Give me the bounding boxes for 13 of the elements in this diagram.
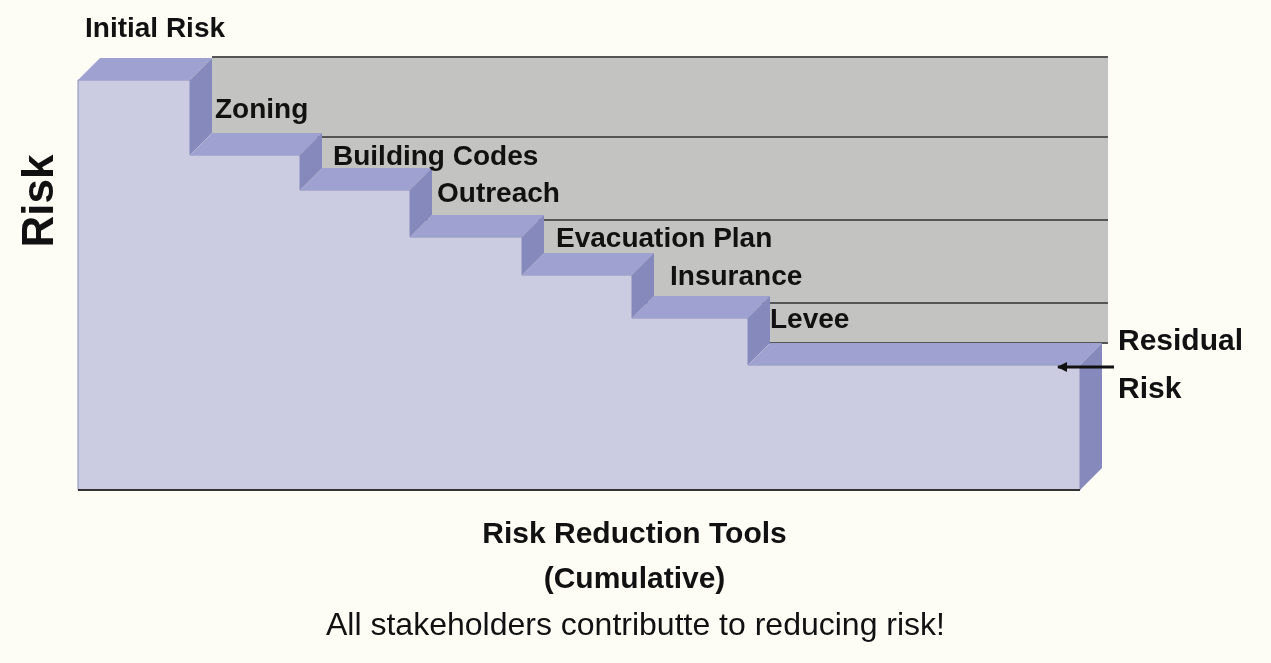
step-label: Evacuation Plan <box>556 222 773 254</box>
step-label: Outreach <box>437 177 560 209</box>
leader-line <box>1057 362 1114 372</box>
callout-text: Residual Risk <box>1118 316 1268 412</box>
staircase-drawing <box>77 56 1109 491</box>
axis-label: Initial Risk <box>85 12 226 44</box>
axis-label: Risk <box>13 154 64 248</box>
step-label: Levee <box>770 303 850 335</box>
step-label: Zoning <box>215 93 309 125</box>
caption: All stakeholders contributte to reducing risk! <box>325 606 946 643</box>
step-label: Building Codes <box>333 140 539 172</box>
axis-label: Risk Reduction Tools (Cumulative) <box>481 515 788 596</box>
step-label: Insurance <box>670 260 803 292</box>
